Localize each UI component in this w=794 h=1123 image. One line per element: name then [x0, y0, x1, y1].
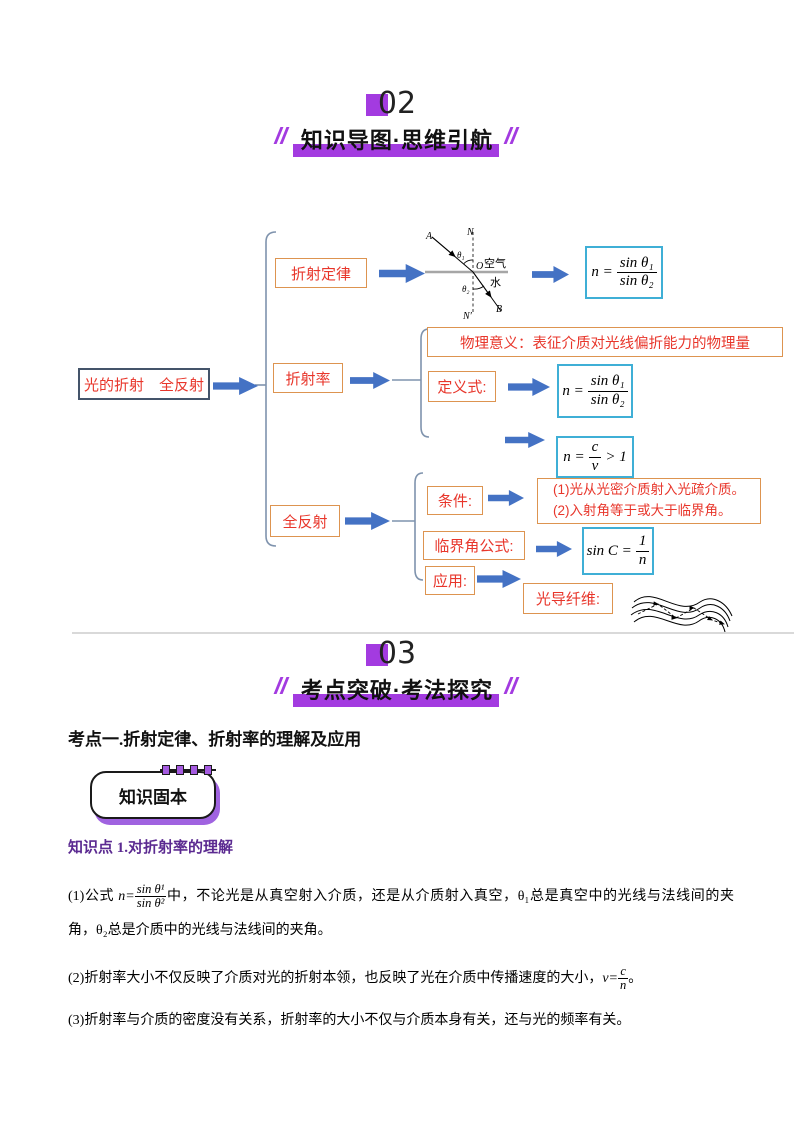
node-total-reflection: 全反射 — [270, 505, 340, 537]
paragraph-text: (2)折射率大小不仅反映了介质对光的折射本领，也反映了光在介质中传播速度的大小， — [68, 971, 603, 986]
knowledge-badge: 知识固本 — [90, 771, 216, 819]
node-definition-label: 定义式: — [428, 371, 496, 402]
condition-line-1: (1)光从光密介质射入光疏介质。 — [553, 482, 745, 498]
paragraph-2: (2)折射率大小不仅反映了介质对光的折射本领，也反映了光在介质中传播速度的大小，… — [68, 962, 734, 996]
label-theta1: θ₁ — [457, 250, 465, 260]
formula-lhs: sin C = — [586, 542, 632, 559]
formula-lhs: n = — [591, 264, 613, 280]
label-A: A — [425, 231, 433, 242]
purple-square-decoration — [365, 94, 388, 116]
formula-numerator: sin θ₁ — [616, 255, 657, 273]
label-N: N — [466, 227, 475, 238]
node-condition-label: 条件: — [427, 486, 483, 515]
double-slash-icon — [273, 127, 289, 145]
inline-formula-denominator: n — [620, 978, 627, 993]
double-slash-icon — [503, 677, 520, 695]
condition-line-2: (2)入射角等于或大于临界角。 — [553, 503, 732, 518]
formula-lhs: n = — [562, 382, 584, 399]
node-conditions: (1)光从光密介质射入光疏介质。 (2)入射角等于或大于临界角。 — [537, 478, 761, 524]
label-N-prime: N′ — [462, 311, 473, 322]
section-divider — [72, 632, 794, 634]
formula-numerator: c — [588, 439, 602, 458]
purple-underline-bar — [292, 144, 500, 157]
label-theta2: θ₂ — [462, 284, 470, 294]
inline-formula-lhs: n= — [118, 889, 135, 904]
paragraph-text: 。 — [628, 971, 643, 986]
label-air: 空气 — [484, 256, 506, 270]
label-O: O — [476, 261, 483, 272]
mindmap-connectors — [255, 231, 430, 581]
label-B: B — [496, 304, 502, 315]
paragraph-3: (3)折射率与介质的密度没有关系，折射率的大小不仅与介质本身有关，还与光的频率有… — [68, 1004, 734, 1038]
double-slash-icon — [503, 127, 520, 145]
label-water: 水 — [490, 276, 501, 289]
formula-denominator: sin θ₂ — [590, 391, 625, 408]
node-critical-angle-label: 临界角公式: — [423, 531, 525, 560]
inline-formula-denominator: sin θ² — [136, 896, 165, 911]
purple-square-decoration — [365, 644, 388, 666]
double-slash-icon — [273, 677, 289, 695]
inline-formula-numerator: c — [618, 964, 629, 980]
badge-chain-decoration — [160, 764, 216, 776]
node-refractive-index: 折射率 — [273, 363, 343, 393]
formula-denominator: sin θ₂ — [619, 273, 654, 289]
inline-formula-lhs: v= — [602, 971, 618, 986]
root-node: 光的折射 全反射 — [78, 368, 210, 400]
formula-denominator: v — [591, 457, 599, 474]
node-optical-fiber-label: 光导纤维: — [523, 583, 613, 614]
formula-numerator: 1 — [635, 533, 650, 552]
formula-rhs: > 1 — [605, 448, 627, 465]
formula-lhs: n = — [563, 448, 585, 465]
section-number: 03 — [377, 636, 417, 671]
section-title: 考点突破·考法探究 — [300, 678, 494, 703]
refraction-diagram: A N θ₁ O 空气 水 θ₂ N′ B — [425, 227, 508, 322]
optical-fiber-icon — [630, 596, 733, 633]
section-title: 知识导图·思维引航 — [300, 128, 494, 153]
node-refraction-law: 折射定律 — [275, 258, 367, 288]
formula-numerator: sin θ₁ — [587, 373, 628, 392]
topic-heading: 考点一.折射定律、折射率的理解及应用 — [68, 730, 362, 749]
node-application-label: 应用: — [425, 566, 475, 595]
section-header-03: 03 考点突破·考法探究 — [0, 636, 794, 707]
section-number: 02 — [377, 86, 417, 121]
inline-formula-numerator: sin θ¹ — [134, 881, 167, 898]
node-physical-meaning: 物理意义：表征介质对光线偏折能力的物理量 — [427, 327, 783, 357]
purple-underline-bar — [292, 694, 500, 707]
section-header-02: 02 知识导图·思维引航 — [0, 86, 794, 157]
paragraph-text: (3)折射率与介质的密度没有关系，折射率的大小不仅与介质本身有关，还与光的频率有… — [68, 1013, 631, 1028]
paragraph-text: 中，不论光是从真空射入介质，还是从介质射入真空，θ₁总是真空中的光线与法线间的夹… — [68, 889, 734, 938]
knowledge-point-heading: 知识点 1.对折射率的理解 — [68, 840, 234, 856]
formula-denominator: n — [638, 551, 647, 568]
paragraph-text: (1)公式 — [68, 889, 119, 904]
mindmap: 光的折射 全反射 折射定律 A N θ₁ O 空气 水 θ₂ — [0, 225, 794, 635]
